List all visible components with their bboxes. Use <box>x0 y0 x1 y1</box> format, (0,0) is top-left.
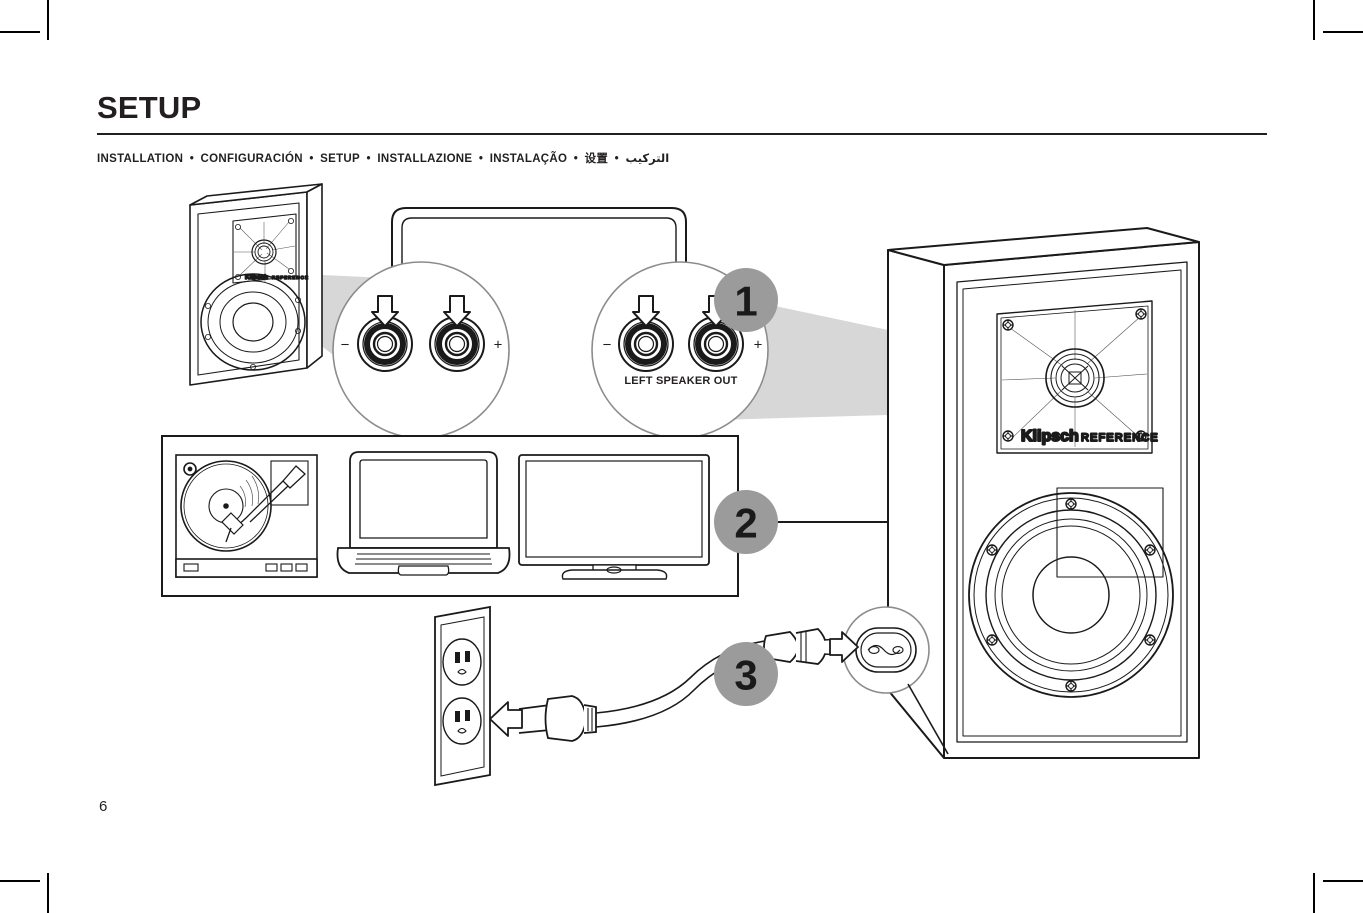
subtitle-language-4: INSTALLAZIONE <box>377 153 473 165</box>
crop-mark-top-left-h <box>0 31 40 33</box>
crop-mark-top-right-h <box>1323 31 1363 33</box>
subtitle-separator: • <box>186 153 198 165</box>
subtitle-language-2: CONFIGURACIÓN <box>200 153 303 165</box>
terminal-negative-sign-left: − <box>341 337 350 354</box>
step-badge-1-number: 1 <box>734 278 757 325</box>
crop-mark-bottom-left-h <box>0 880 40 882</box>
speaker-brand-klipsch: Klipsch <box>1021 428 1079 445</box>
subtitle-language-5: INSTALAÇÃO <box>489 153 568 165</box>
woofer-driver <box>968 487 1174 698</box>
step-badge-3[interactable]: 3 <box>714 642 778 706</box>
laptop-icon <box>336 451 511 576</box>
small-speaker-illustration: Klipsch REFERENCE <box>189 183 323 386</box>
title-divider <box>97 133 1267 135</box>
left-speaker-out-label: LEFT SPEAKER OUT <box>624 375 737 387</box>
page-title: SETUP <box>97 90 202 125</box>
subtitle-separator: • <box>475 153 487 165</box>
terminal-positive-sign-left: + <box>494 337 503 354</box>
subtitle-language-3: SETUP <box>320 153 361 165</box>
terminal-positive-sign-right: + <box>754 337 763 354</box>
crop-mark-top-right-v <box>1313 0 1315 40</box>
subtitle-language-list: INSTALLATION • CONFIGURACIÓN • SETUP • I… <box>97 150 669 166</box>
terminal-negative-sign-right: − <box>603 337 612 354</box>
iec-plug-icon <box>763 628 839 665</box>
step-badge-3-number: 3 <box>734 652 757 699</box>
step-badge-2[interactable]: 2 <box>714 490 778 554</box>
subtitle-language-1: INSTALLATION <box>97 153 184 165</box>
iec-insert-arrow <box>829 631 859 663</box>
television-icon <box>518 454 710 580</box>
step-badge-1[interactable]: 1 <box>714 268 778 332</box>
step-badge-2-number: 2 <box>734 500 757 547</box>
terminal-detail-left: − + <box>332 261 510 439</box>
power-plug-icon <box>518 695 597 742</box>
outlet-insert-arrow <box>489 701 523 737</box>
subtitle-separator: • <box>363 153 375 165</box>
page-number: 6 <box>99 798 108 815</box>
speaker-brand-reference: REFERENCE <box>1081 432 1159 444</box>
source-devices-panel <box>161 435 739 597</box>
subtitle-language-7: التركيب <box>625 153 670 165</box>
main-speaker-illustration: Klipsch REFERENCE <box>887 227 1200 759</box>
crop-mark-bottom-left-v <box>47 873 49 913</box>
subtitle-separator: • <box>611 153 623 165</box>
tweeter-horn-plate: Klipsch REFERENCE <box>996 300 1159 454</box>
turntable-icon <box>175 454 318 578</box>
crop-mark-bottom-right-h <box>1323 880 1363 882</box>
iec-inlet-detail <box>842 606 949 755</box>
setup-diagram: Klipsch REFERENCE <box>0 170 1363 810</box>
subtitle-separator: • <box>570 153 582 165</box>
crop-mark-top-left-v <box>47 0 49 40</box>
power-connection-group <box>434 605 859 787</box>
crop-mark-bottom-right-v <box>1313 873 1315 913</box>
wall-outlet-icon <box>434 605 491 787</box>
subtitle-separator: • <box>305 153 318 165</box>
subtitle-language-6: 设置 <box>584 153 609 165</box>
small-speaker-brand-line: REFERENCE <box>272 275 309 280</box>
small-speaker-brand: Klipsch <box>245 274 268 281</box>
